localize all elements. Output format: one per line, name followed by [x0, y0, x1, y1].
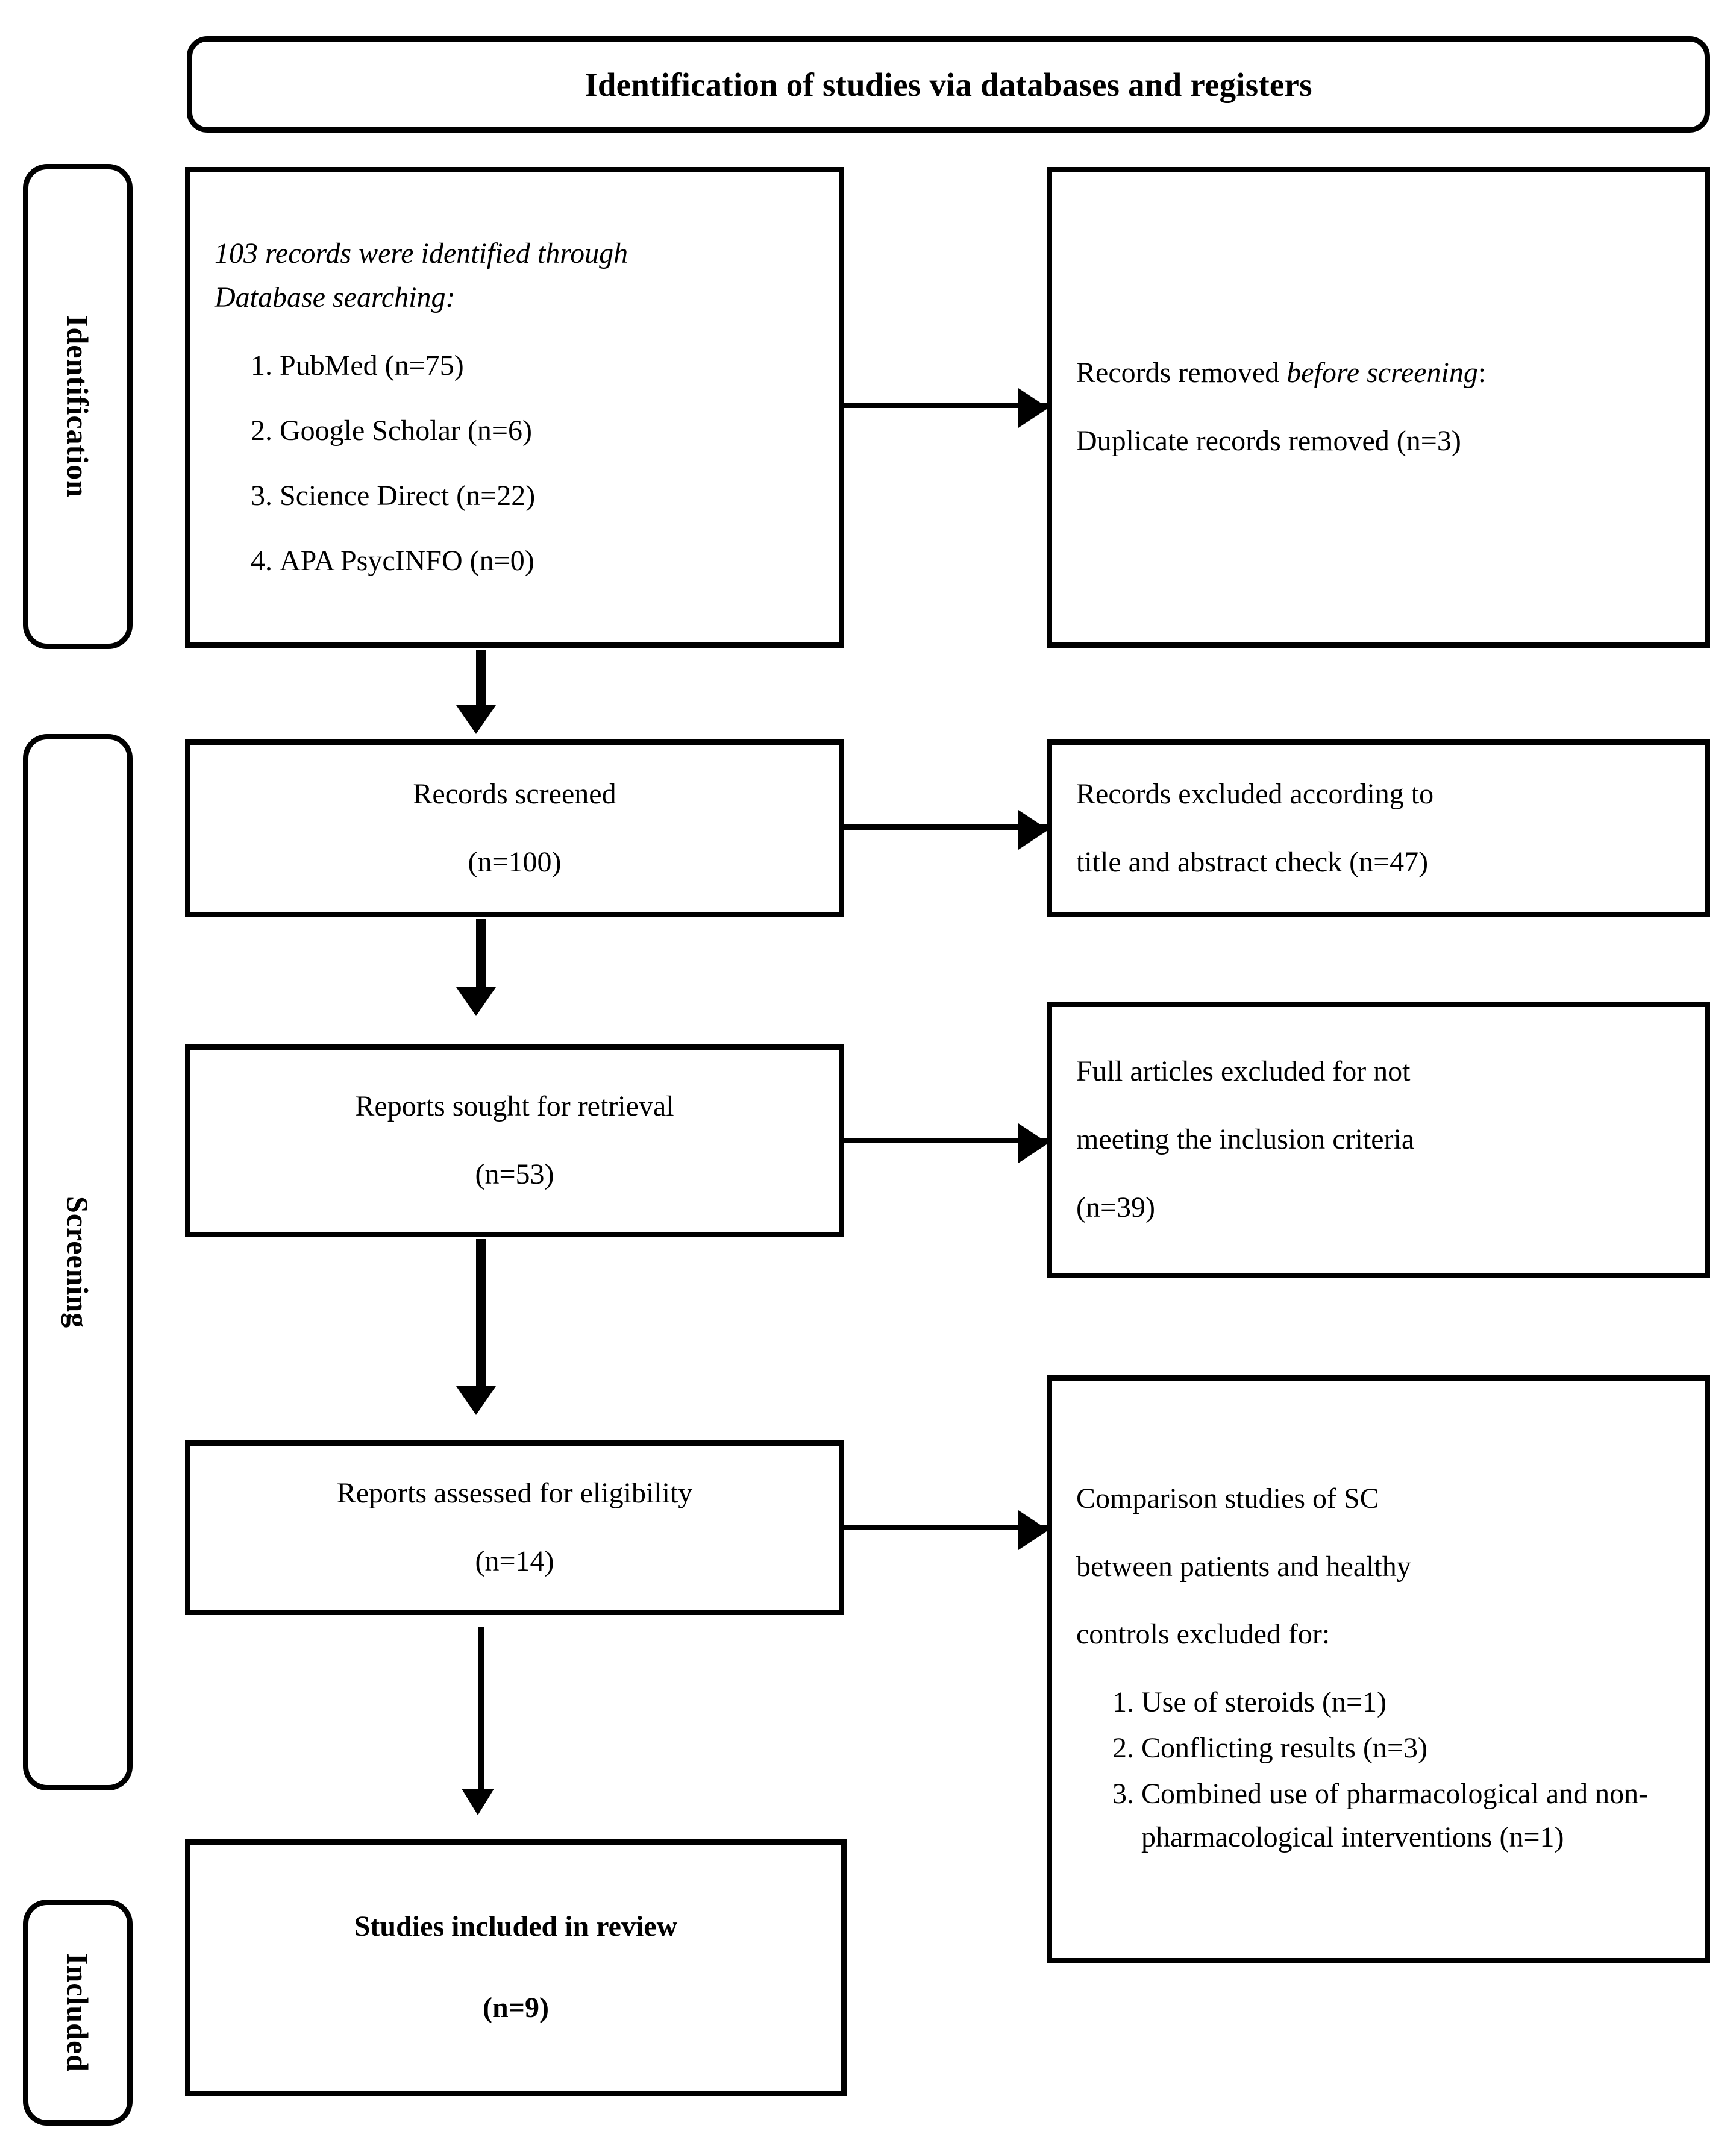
studies-included-count: (n=9)	[482, 1992, 549, 2024]
database-source-list: PubMed (n=75) Google Scholar (n=6) Scien…	[215, 344, 815, 583]
arrow-down-icon	[462, 1789, 494, 1815]
stage-label-screening-text: Screening	[61, 1196, 95, 1329]
node-reports-eligibility: Reports assessed for eligibility (n=14)	[185, 1440, 844, 1615]
records-removed-heading-tail: :	[1477, 357, 1487, 389]
node-studies-included: Studies included in review (n=9)	[185, 1839, 847, 2096]
stage-label-identification: Identification	[23, 164, 133, 649]
page-title: Identification of studies via databases …	[584, 66, 1312, 103]
stage-label-included-text: Included	[61, 1953, 95, 2072]
list-item: Combined use of pharmacological and non-…	[1141, 1772, 1681, 1859]
arrow-right-icon	[1018, 1123, 1048, 1163]
diagram-title-banner: Identification of studies via databases …	[187, 36, 1710, 133]
full-articles-excluded-line2: meeting the inclusion criteria	[1076, 1123, 1415, 1156]
reports-eligibility-count: (n=14)	[475, 1545, 554, 1577]
connector-sought-to-fullexcluded-line	[841, 1138, 1048, 1143]
comparison-line1: Comparison studies of SC	[1076, 1482, 1379, 1514]
list-item: APA PsycINFO (n=0)	[280, 539, 815, 583]
list-item: Conflicting results (n=3)	[1141, 1727, 1681, 1770]
stage-label-included: Included	[23, 1900, 133, 2126]
list-item: Use of steroids (n=1)	[1141, 1681, 1681, 1724]
node-records-removed: Records removed before screening: Duplic…	[1047, 167, 1710, 648]
connector-screened-to-sought-line	[476, 919, 486, 991]
node-full-articles-excluded: Full articles excluded for not meeting t…	[1047, 1002, 1710, 1278]
comparison-line2: between patients and healthy	[1076, 1550, 1411, 1583]
node-records-identified: 103 records were identified through Data…	[185, 167, 844, 648]
connector-eligibility-to-comparison-line	[841, 1525, 1048, 1530]
node-comparison-studies-excluded: Comparison studies of SC between patient…	[1047, 1375, 1710, 1963]
arrow-right-icon	[1018, 1510, 1048, 1550]
arrow-down-icon	[456, 987, 496, 1016]
records-screened-count: (n=100)	[468, 846, 562, 878]
full-articles-excluded-count: (n=39)	[1076, 1191, 1156, 1223]
connector-eligibility-to-included-line	[478, 1627, 484, 1796]
reports-sought-count: (n=53)	[475, 1158, 554, 1190]
records-excluded-line1: Records excluded according to	[1076, 777, 1434, 810]
connector-screened-to-excluded-line	[841, 824, 1048, 830]
reports-eligibility-label: Reports assessed for eligibility	[336, 1477, 693, 1510]
node-records-screened: Records screened (n=100)	[185, 739, 844, 917]
list-item: Google Scholar (n=6)	[280, 409, 815, 453]
comparison-line3: controls excluded for:	[1076, 1618, 1330, 1651]
reports-sought-label: Reports sought for retrieval	[355, 1090, 674, 1123]
node-records-excluded-title-abstract: Records excluded according to title and …	[1047, 739, 1710, 917]
stage-label-identification-text: Identification	[61, 315, 95, 498]
list-item: Science Direct (n=22)	[280, 474, 815, 518]
records-removed-heading-italic: before screening	[1286, 357, 1478, 389]
records-removed-heading-plain: Records removed	[1076, 357, 1287, 389]
records-identified-intro-line1: 103 records were identified through	[215, 237, 628, 270]
arrow-down-icon	[456, 1386, 496, 1415]
records-removed-heading: Records removed before screening:	[1076, 351, 1681, 395]
stage-label-screening: Screening	[23, 734, 133, 1790]
records-identified-intro-line2: Database searching:	[215, 281, 456, 313]
connector-identified-to-screened-line	[476, 650, 486, 710]
comparison-exclusion-list: Use of steroids (n=1) Conflicting result…	[1076, 1681, 1681, 1862]
node-reports-sought: Reports sought for retrieval (n=53)	[185, 1044, 844, 1237]
full-articles-excluded-line1: Full articles excluded for not	[1076, 1055, 1411, 1088]
list-item: PubMed (n=75)	[280, 344, 815, 388]
arrow-down-icon	[456, 705, 496, 734]
connector-identified-to-removed-line	[841, 403, 1048, 408]
arrow-right-icon	[1018, 810, 1048, 850]
duplicate-records-removed: Duplicate records removed (n=3)	[1076, 425, 1461, 457]
connector-sought-to-eligibility-line	[476, 1239, 486, 1390]
records-excluded-line2: title and abstract check (n=47)	[1076, 846, 1429, 878]
studies-included-label: Studies included in review	[354, 1910, 678, 1943]
arrow-right-icon	[1018, 388, 1048, 428]
records-screened-label: Records screened	[413, 777, 616, 810]
